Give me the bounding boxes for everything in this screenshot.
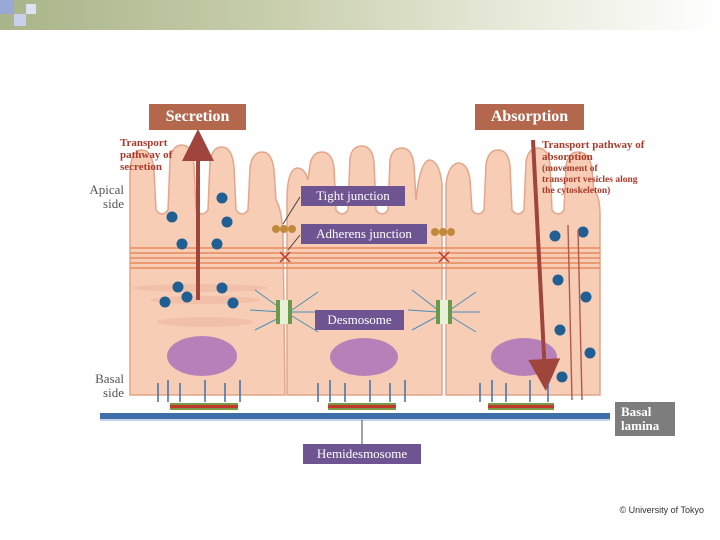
basal-side-label: Basal side <box>95 371 124 400</box>
transport-vesicles <box>159 192 596 383</box>
apical-side-label: Apical side <box>89 182 124 211</box>
slide-header-bar <box>0 0 720 30</box>
junction-belt <box>130 247 600 269</box>
corner-decoration <box>26 4 36 14</box>
secretion-label: Secretion <box>149 104 246 130</box>
tight-junction-beads <box>272 225 455 236</box>
absorption-pathway-label: Transport pathway of absorption <box>542 139 645 163</box>
absorption-label: Absorption <box>475 104 584 130</box>
basal-lamina-layer <box>100 413 610 419</box>
cytoskeleton <box>567 224 583 401</box>
hemidesmosome-label: Hemidesmosome <box>303 444 421 464</box>
corner-decoration <box>0 0 14 14</box>
epithelial-cell <box>129 144 286 396</box>
corner-decoration <box>14 14 26 26</box>
desmosome-label: Desmosome <box>315 310 404 330</box>
desmosome-structure <box>249 289 480 333</box>
epithelial-cell <box>286 145 443 396</box>
basal-lamina-layer <box>100 419 610 421</box>
adherens-junction-marks <box>279 251 450 263</box>
basal-lamina-label: Basal lamina <box>615 402 675 436</box>
absorption-arrow <box>528 139 561 391</box>
leader-lines <box>282 196 363 444</box>
tight-junction-label: Tight junction <box>301 186 405 206</box>
nucleus <box>167 336 557 376</box>
adherens-junction-label: Adherens junction <box>301 224 427 244</box>
absorption-pathway-note: (movement of transport vesicles along th… <box>542 164 638 196</box>
copyright-text: © University of Tokyo <box>619 505 705 515</box>
secretion-pathway-label: Transport pathway of secretion <box>120 137 173 173</box>
hemidesmosome-structure <box>157 380 554 410</box>
